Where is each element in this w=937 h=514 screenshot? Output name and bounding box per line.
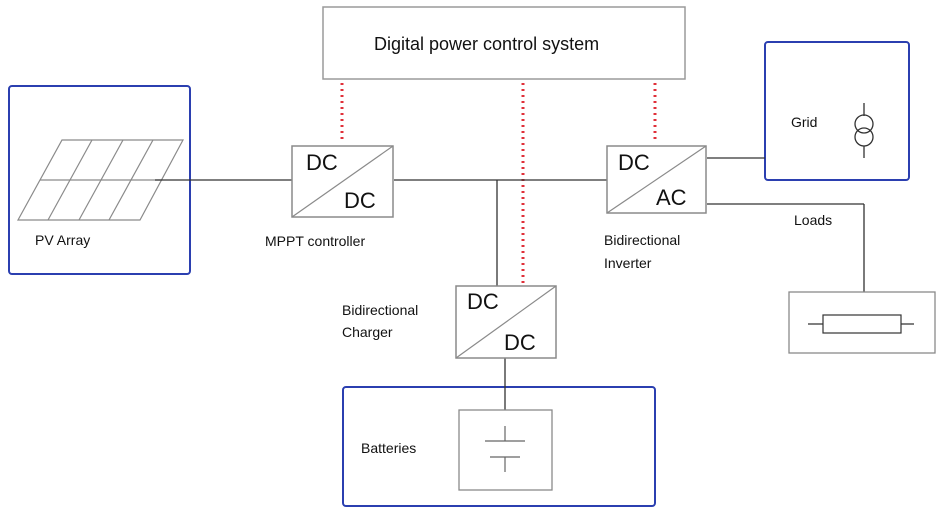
loads-label: Loads — [794, 212, 833, 228]
grid-group — [764, 41, 910, 181]
inverter-output-label: AC — [656, 185, 687, 210]
inverter-label-line1: Bidirectional — [604, 232, 681, 248]
grid-label: Grid — [791, 114, 818, 130]
mppt-controller-label: MPPT controller — [265, 233, 366, 249]
control-system-title: Digital power control system — [374, 34, 600, 54]
inverter-input-label: DC — [618, 150, 650, 175]
charger-block — [455, 285, 557, 359]
inverter-block — [606, 145, 707, 214]
charger-label-line1: Bidirectional — [342, 302, 419, 318]
battery-icon — [485, 426, 525, 472]
inverter-label-line2: Inverter — [604, 255, 652, 271]
charger-input-label: DC — [467, 289, 499, 314]
mppt-input-label: DC — [306, 150, 338, 175]
solar-panel-icon — [16, 139, 185, 221]
pv-array-label: PV Array — [35, 232, 91, 248]
mppt-output-label: DC — [344, 188, 376, 213]
charger-label-line2: Charger — [342, 324, 393, 340]
battery-box — [458, 409, 553, 491]
control-links — [340, 83, 657, 286]
power-wires — [155, 157, 865, 410]
control-system-box — [322, 6, 686, 80]
batteries-group — [342, 386, 656, 507]
transformer-icon — [854, 103, 874, 158]
batteries-label: Batteries — [361, 440, 417, 456]
charger-output-label: DC — [504, 330, 536, 355]
mppt-converter-block — [291, 145, 394, 218]
resistor-icon — [808, 314, 914, 334]
